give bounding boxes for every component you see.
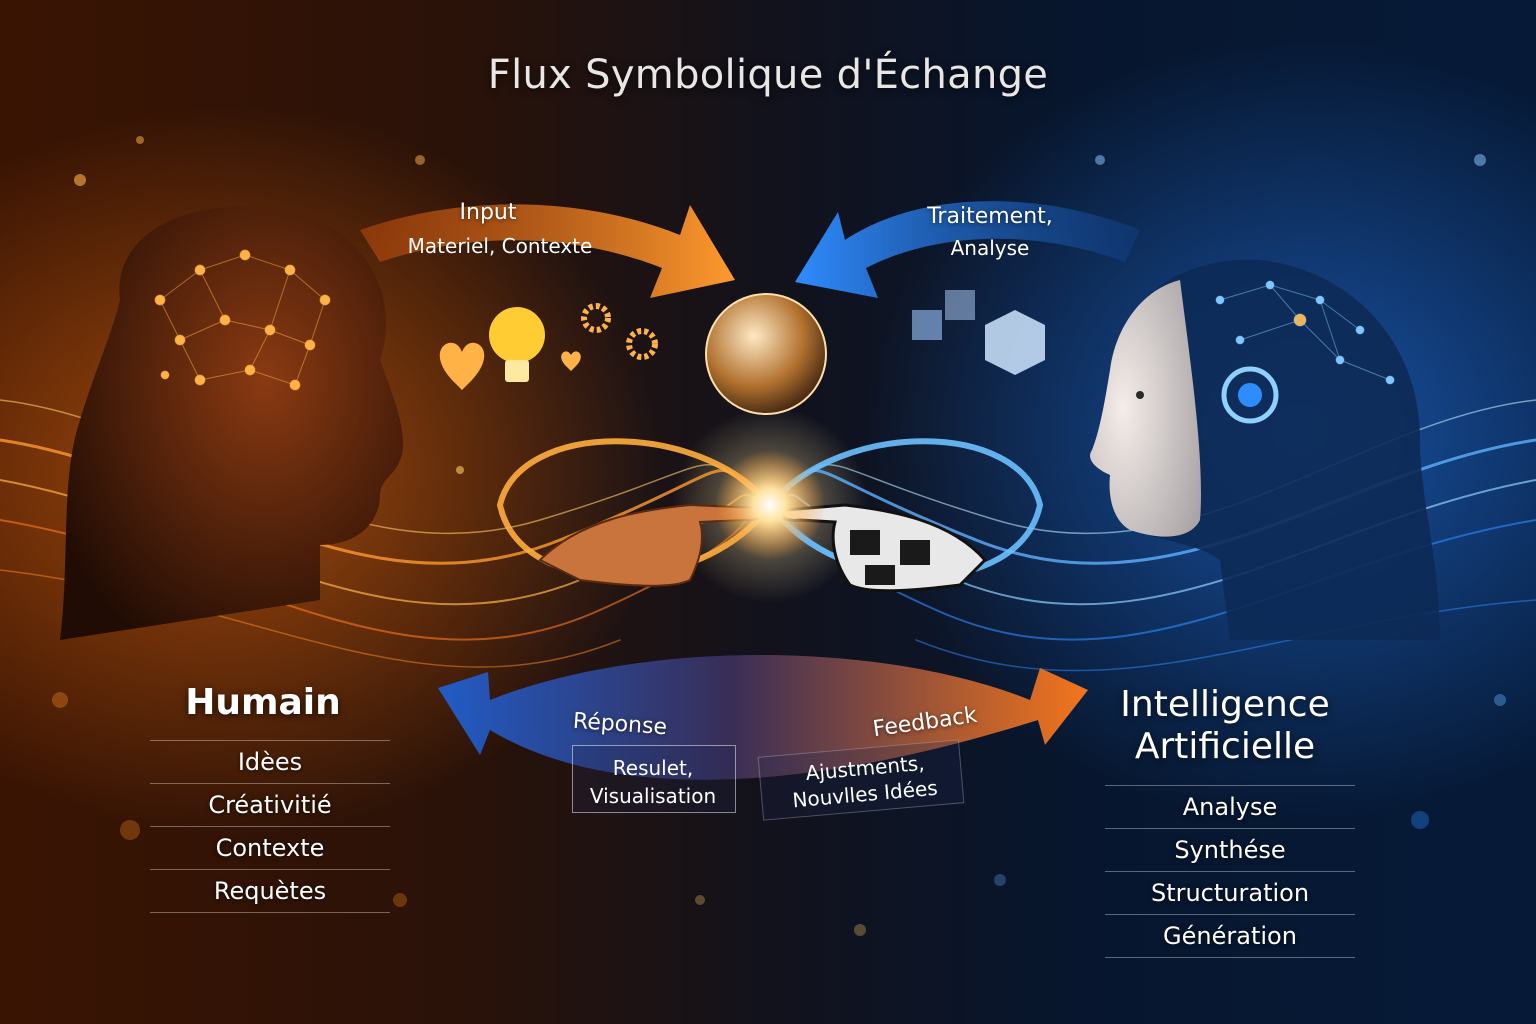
human-heading: Humain [185,682,341,723]
bokeh-particles [52,136,1506,936]
ai-capability-list: Analyse Synthése Structuration Génératio… [1105,785,1355,958]
heart-icon [439,342,485,390]
human-attribute-list: Idèes Créativitié Contexte Requètes [150,740,390,913]
ai-ear-sensor-icon [1221,366,1279,424]
human-attribute-item: Idèes [150,740,390,783]
input-arrow-sub: Materiel, Contexte [407,234,593,258]
ai-heading-line2: Artificielle [1134,726,1316,767]
processing-arrow-sub: Analyse [950,236,1030,260]
processing-arrow [795,201,1140,298]
ai-brain-network-icon [1215,280,1395,385]
small-heart-icon [561,351,581,371]
human-attribute-item: Contexte [150,826,390,869]
response-detail-line2: Visualisation [589,784,717,808]
page-title: Flux Symbolique d'Échange [487,52,1049,98]
human-attribute-item: Requètes [150,869,390,913]
ai-capability-item: Structuration [1105,871,1355,914]
response-detail-box [572,745,736,813]
lightbulb-icon [489,307,545,382]
ai-head [1090,259,1440,640]
input-arrow [360,204,735,298]
globe-icon [705,293,827,415]
ai-capability-item: Analyse [1105,785,1355,828]
exchange-double-arrow [438,655,1088,780]
brain-network-icon [154,249,331,391]
ai-heading-line1: Intelligence [1120,684,1330,725]
input-arrow-label: Input [459,200,517,225]
human-attribute-item: Créativitié [150,783,390,826]
cube-icon [912,290,1045,375]
processing-arrow-label: Traitement, [927,204,1053,229]
ai-capability-item: Synthése [1105,828,1355,871]
ai-capability-item: Génération [1105,914,1355,958]
spark-glow [715,450,825,560]
response-detail-line1: Resulet, [612,756,694,780]
human-head-silhouette [60,206,404,640]
gear-icon [581,303,658,360]
